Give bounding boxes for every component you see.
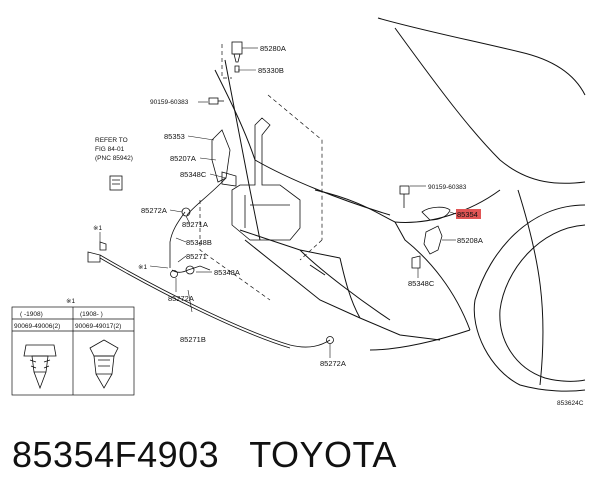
label-asterisk-a: ※1: [93, 225, 102, 232]
label-85207A: 85207A: [170, 154, 196, 163]
clip-col1-header: ( -1908): [20, 311, 43, 318]
washer-tank: [231, 117, 301, 241]
label-85348A: 85348A: [214, 268, 240, 277]
label-90159-right: 90159-60383: [428, 184, 467, 191]
clip-table-marker: ※1: [66, 298, 75, 305]
vehicle-body-outline: [214, 17, 586, 392]
label-85271B: 85271B: [180, 335, 206, 344]
label-85353: 85353: [164, 132, 185, 141]
clip-a-drawing: [23, 344, 57, 390]
caption-brand: TOYOTA: [249, 434, 397, 475]
refer-note-line3: (PNC 85942): [95, 155, 133, 162]
label-85330B: 85330B: [258, 66, 284, 75]
label-85272A-bottom: 85272A: [320, 359, 346, 368]
clip-table: ※1 ( -1908) (1908- ) 90069-49006(2) 9006…: [11, 298, 135, 396]
refer-note-line1: REFER TO: [95, 137, 128, 144]
hose-routing: [87, 177, 334, 349]
clip-col1-part: 90069-49006(2): [14, 323, 60, 330]
label-85271: 85271: [186, 252, 207, 261]
clip-col2-header: (1908- ): [80, 311, 103, 318]
label-85272A-mid: 85272A: [168, 294, 194, 303]
dashed-reference-outline: [199, 44, 323, 301]
label-85348C-top: 85348C: [180, 170, 207, 179]
nozzle-top: [231, 41, 243, 73]
leader-lines: [99, 47, 457, 358]
clip-b-drawing: [89, 339, 119, 389]
refer-note: REFER TO FIG 84-01 (PNC 85942): [95, 137, 133, 162]
part-caption: 85354F4903 TOYOTA: [12, 434, 397, 478]
connector-85942: [109, 175, 123, 191]
label-85272A-left: 85272A: [141, 206, 167, 215]
label-85271A: 85271A: [182, 220, 208, 229]
figure-code: 853624C: [557, 400, 584, 407]
bolt-top: [208, 97, 224, 105]
label-85208A: 85208A: [457, 236, 483, 245]
refer-note-line2: FIG 84-01: [95, 146, 125, 153]
label-85280A: 85280A: [260, 44, 286, 53]
rear-nozzle-assembly: [399, 185, 451, 269]
caption-part-number: 85354F4903: [12, 434, 220, 475]
label-90159-top: 90159-60383: [150, 99, 189, 106]
highlighted-part: 85354: [456, 209, 481, 219]
label-85348C-right: 85348C: [408, 279, 435, 288]
clip-col2-part: 90069-49017(2): [75, 323, 121, 330]
label-asterisk-b: ※1: [138, 264, 147, 271]
label-85348B: 85348B: [186, 238, 212, 247]
parts-diagram: 85280A 85330B 90159-60383 85353 85207A 8…: [11, 17, 586, 407]
label-85354-highlight: 85354: [457, 210, 478, 219]
